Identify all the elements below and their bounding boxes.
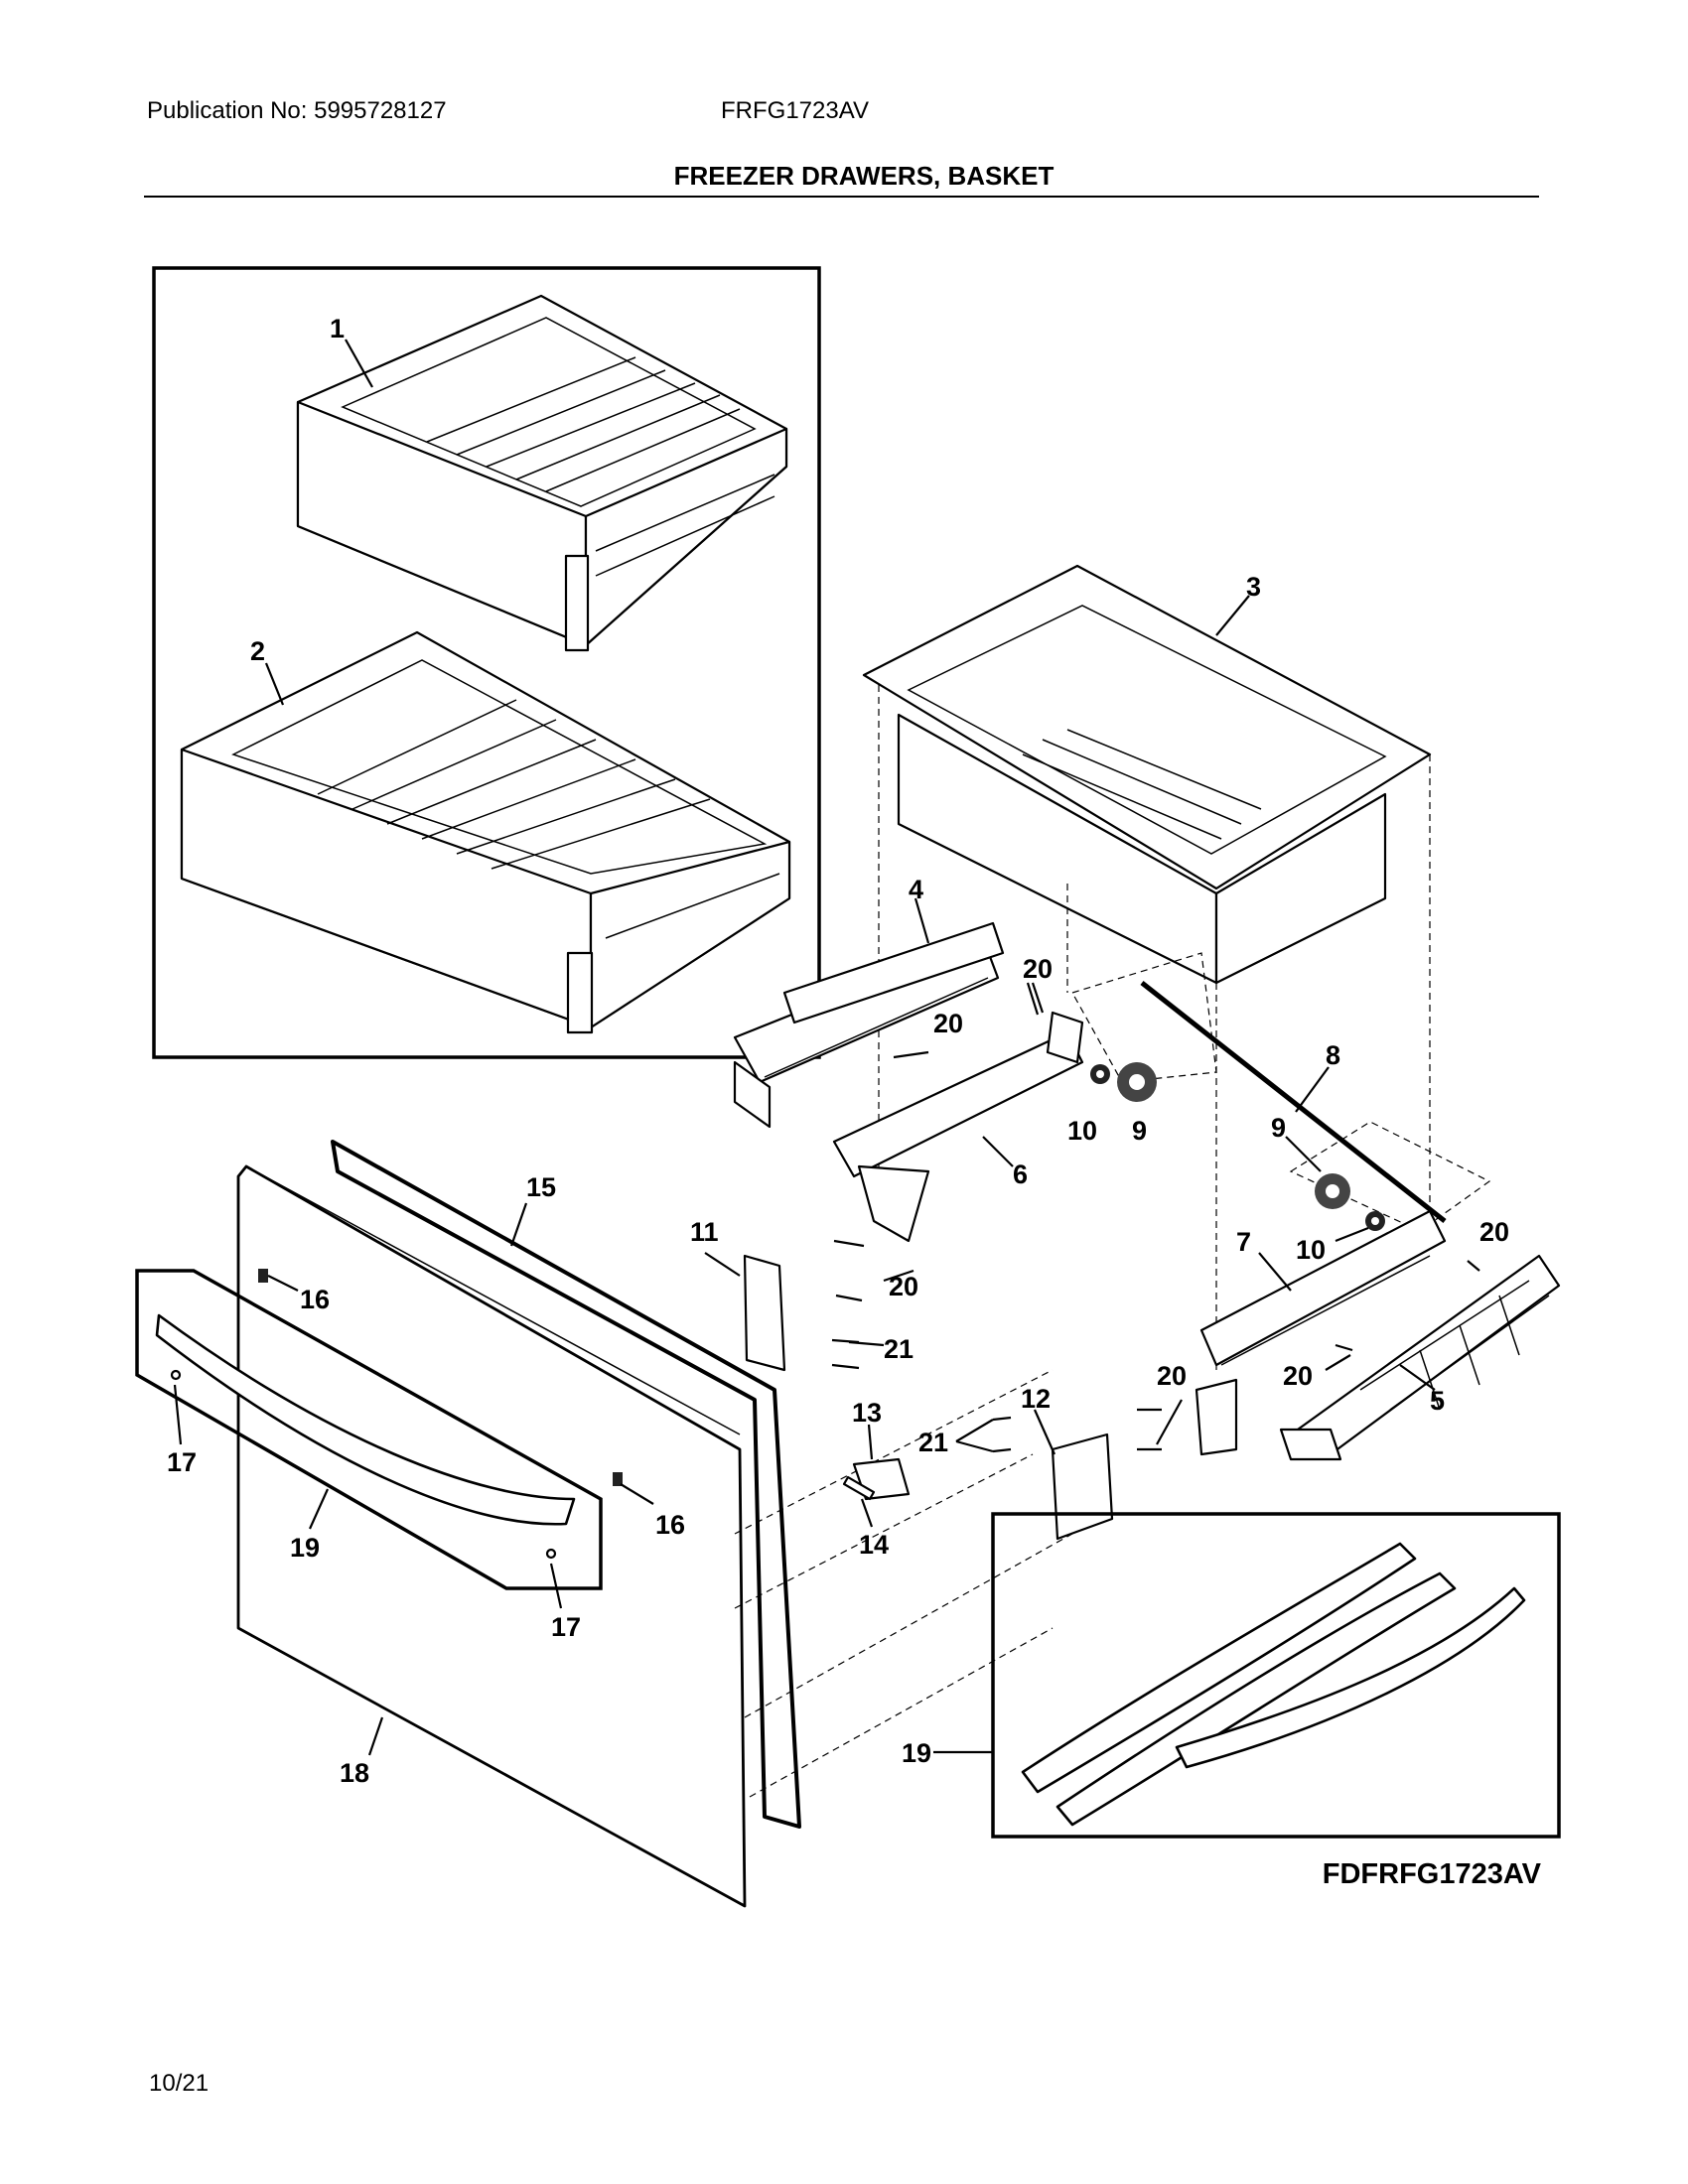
label-14: 14: [859, 1530, 889, 1560]
label-9-a: 9: [1132, 1116, 1147, 1146]
label-19-b: 19: [902, 1738, 931, 1768]
label-11: 11: [690, 1217, 719, 1247]
washer-10-lower: [1365, 1211, 1385, 1231]
label-5: 5: [1430, 1386, 1445, 1416]
label-20-c: 20: [1479, 1217, 1509, 1247]
label-17-a: 17: [167, 1447, 197, 1477]
door-panel-18: [236, 1164, 1073, 1908]
label-15: 15: [526, 1172, 556, 1202]
handle-variant-c: [1175, 1586, 1526, 1769]
rail-7: [1195, 1209, 1447, 1456]
label-20-a: 20: [1023, 954, 1053, 984]
handle-inset-box: [135, 1269, 603, 1590]
label-13: 13: [852, 1398, 882, 1428]
label-18: 18: [340, 1758, 369, 1788]
gear-9-lower: [1315, 1173, 1350, 1209]
label-20-d: 20: [889, 1272, 918, 1301]
rail-5: [1279, 1254, 1561, 1461]
label-10-b: 10: [1296, 1235, 1326, 1265]
leader-lines: [173, 339, 1436, 1756]
basket-inset-box: [152, 266, 821, 1059]
washer-10-upper: [1090, 1064, 1110, 1084]
label-16-b: 16: [655, 1510, 685, 1540]
label-8: 8: [1326, 1040, 1340, 1070]
door-handle-19: [155, 1313, 576, 1526]
label-10-a: 10: [1067, 1116, 1097, 1146]
handle-variants-inset-box: [991, 1512, 1561, 1839]
pin-14: [842, 1475, 876, 1501]
label-20-b: 20: [933, 1009, 963, 1038]
label-2: 2: [250, 636, 265, 666]
title-rule: [144, 196, 1539, 198]
screw-16-left: [258, 1269, 268, 1283]
label-19-a: 19: [290, 1533, 320, 1563]
label-12: 12: [1021, 1384, 1051, 1414]
label-9-b: 9: [1271, 1113, 1286, 1143]
figure-code: FDFRFG1723AV: [1322, 1858, 1541, 1890]
part-labels: 1 2 3 4 20 20 8 10 9 9 10 20 6 15 11 20 …: [167, 314, 1509, 1788]
rod-8: [1140, 981, 1447, 1223]
basket-1: [296, 294, 788, 652]
bracket-11: [743, 1254, 786, 1372]
label-3: 3: [1246, 572, 1261, 602]
slide-6: [832, 1011, 1084, 1243]
gear-9-upper: [1117, 1062, 1157, 1102]
label-1: 1: [330, 314, 345, 343]
handle-variant-a: [1021, 1542, 1417, 1794]
screw-17-right: [545, 1548, 557, 1560]
label-20-f: 20: [1283, 1361, 1313, 1391]
handle-variant-b: [1055, 1571, 1457, 1827]
label-4: 4: [909, 875, 923, 904]
basket-3: [862, 564, 1432, 1370]
bracket-12: [1051, 1433, 1114, 1541]
screw-17-left: [170, 1369, 182, 1381]
label-17-b: 17: [551, 1612, 581, 1642]
label-6: 6: [1013, 1160, 1028, 1189]
label-21-b: 21: [918, 1428, 948, 1457]
rail-4: [733, 921, 1005, 1129]
page-title: FREEZER DRAWERS, BASKET: [673, 161, 1055, 191]
label-7: 7: [1236, 1227, 1251, 1257]
screw-16-right: [613, 1472, 623, 1486]
page-number: 10/21: [149, 2070, 210, 2097]
label-21-a: 21: [884, 1334, 914, 1364]
model-number: FRFG1723AV: [721, 97, 869, 124]
publication-number: Publication No: 5995728127: [147, 97, 447, 124]
door-gasket-15: [331, 1140, 801, 1829]
pins-20-21: [831, 982, 1480, 1453]
basket-2: [180, 630, 791, 1034]
label-20-e: 20: [1157, 1361, 1187, 1391]
label-16-a: 16: [300, 1285, 330, 1314]
